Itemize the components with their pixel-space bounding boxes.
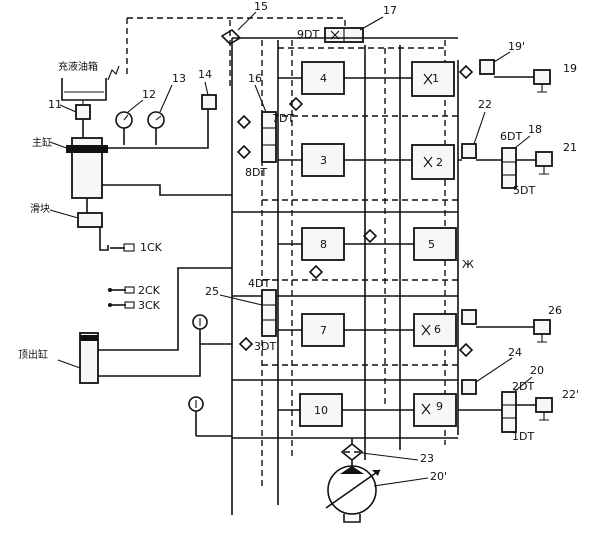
solenoid-3dt: 3DT xyxy=(254,340,276,353)
cartridge-5-label: 5 xyxy=(428,238,435,251)
cartridge-8-label: 8 xyxy=(320,238,327,251)
limit-switch-3ck: 3CK xyxy=(108,299,161,312)
cartridge-valve-3: 3 xyxy=(301,143,345,177)
pressure-gauge-ejector-2 xyxy=(188,396,232,437)
solenoid-7dt: 7DT xyxy=(272,112,294,125)
limit-switch-1ck: 1CK xyxy=(110,241,163,254)
solenoid-valve-18: 6DT 5DT 18 xyxy=(500,123,542,197)
callout-24: 20' xyxy=(430,470,447,483)
relief-valve-22-prime: 24 xyxy=(461,346,522,395)
callout-12: 12 xyxy=(142,88,156,101)
ejector-cylinder: 顶出缸 xyxy=(18,332,99,384)
switch-3ck-label: 3CK xyxy=(138,299,161,312)
callout-20: 21 xyxy=(563,141,577,154)
cartridge-valve-10: 10 xyxy=(299,393,343,427)
callout-22: 22' xyxy=(562,388,579,401)
callout-17: 17 xyxy=(383,4,397,17)
cartridge-6-label: 6 xyxy=(434,323,441,336)
slider-label: 滑块 xyxy=(30,203,50,215)
solenoid-valve-21: 2DT 1DT 20 xyxy=(501,364,544,443)
callout-23: 23 xyxy=(420,452,434,465)
cartridge-10-label: 10 xyxy=(314,404,328,417)
solenoid-valve-17: 9DT 17 xyxy=(297,4,397,43)
relief-valve-19: 19 xyxy=(494,62,577,93)
check-valve-e xyxy=(458,342,474,358)
solenoid-2dt: 2DT xyxy=(512,380,534,393)
cartridge-valve-5: 5 Ж xyxy=(413,227,474,271)
callout-18: 18 xyxy=(528,123,542,136)
callout-13: 13 xyxy=(172,72,186,85)
check-valve-d xyxy=(458,64,474,80)
pressure-gauge-ejector-1 xyxy=(192,314,208,344)
callout-25: 25 xyxy=(205,285,219,298)
variable-pump-24: 20' xyxy=(325,465,447,523)
cartridge-4-label: 4 xyxy=(320,72,327,85)
solenoid-9dt: 9DT xyxy=(297,28,319,41)
cartridge-valve-7: 7 xyxy=(301,313,345,347)
cartridge-3-label: 3 xyxy=(320,154,327,167)
check-valve-a xyxy=(288,96,304,112)
solenoid-valve-25: 4DT 3DT 25 xyxy=(205,277,277,353)
cartridge-9-label: 9 xyxy=(436,400,443,413)
cartridge-valve-2: 2 xyxy=(411,144,455,180)
ejector-cylinder-label: 顶出缸 xyxy=(18,348,48,361)
pressure-gauge-12: 12 xyxy=(115,88,156,145)
relief-valve-26: 26 xyxy=(461,304,562,343)
solenoid-6dt: 6DT xyxy=(500,130,522,143)
callout-19-prime: 19' xyxy=(508,40,525,53)
filter-23: 23 xyxy=(340,438,434,468)
callout-11: 11 xyxy=(48,98,62,111)
pressure-gauge-13: 13 xyxy=(147,72,186,145)
valve-15: 15 xyxy=(220,0,268,46)
callout-22-prime: 24 xyxy=(508,346,522,359)
callout-19: 19 xyxy=(563,62,577,75)
callout-21: 20 xyxy=(530,364,544,377)
solenoid-1dt: 1DT xyxy=(512,430,534,443)
relief-valve-20: 21 xyxy=(516,141,577,175)
cartridge-7-label: 7 xyxy=(320,324,327,337)
callout-26: 26 xyxy=(548,304,562,317)
callout-16: 16 xyxy=(248,72,262,85)
cartridge-valve-1: 1 xyxy=(411,61,455,97)
callout-20-prime: 22 xyxy=(478,98,492,111)
limit-switch-2ck: 2CK xyxy=(108,284,161,297)
callout-14: 14 xyxy=(198,68,212,81)
solenoid-4dt: 4DT xyxy=(248,277,270,290)
slider: 滑块 xyxy=(30,203,109,251)
relief-valve-22: 22' xyxy=(516,388,579,421)
callout-15: 15 xyxy=(254,0,268,13)
cartridge-valve-9: 9 xyxy=(413,393,457,427)
charge-tank-label: 充液油箱 xyxy=(58,60,98,73)
cartridge-valve-4: 4 xyxy=(301,61,345,95)
cartridge-valve-6: 6 xyxy=(413,313,457,347)
relief-valve-19-prime: 19' xyxy=(479,40,525,75)
switch-1ck-label: 1CK xyxy=(140,241,163,254)
cartridge-2-label: 2 xyxy=(436,156,443,169)
switch-2ck-label: 2CK xyxy=(138,284,161,297)
solenoid-5dt: 5DT xyxy=(513,184,535,197)
check-valve-c xyxy=(308,264,324,280)
solenoid-8dt: 8DT xyxy=(245,166,267,179)
cartridge-1-label: 1 xyxy=(432,72,439,85)
charge-tank: 充液油箱 xyxy=(58,60,120,101)
check-valve-11: 11 xyxy=(48,98,91,120)
main-cylinder-label: 主缸 xyxy=(32,136,52,149)
relief-valve-20-prime: 22 xyxy=(461,98,492,159)
check-valve-b xyxy=(362,228,378,244)
cartridge-valve-8: 8 xyxy=(301,227,345,261)
spring-symbol-5: Ж xyxy=(462,258,474,271)
check-valve-14: 14 xyxy=(198,68,217,110)
solenoid-valve-16: 7DT 8DT 16 xyxy=(236,72,294,179)
